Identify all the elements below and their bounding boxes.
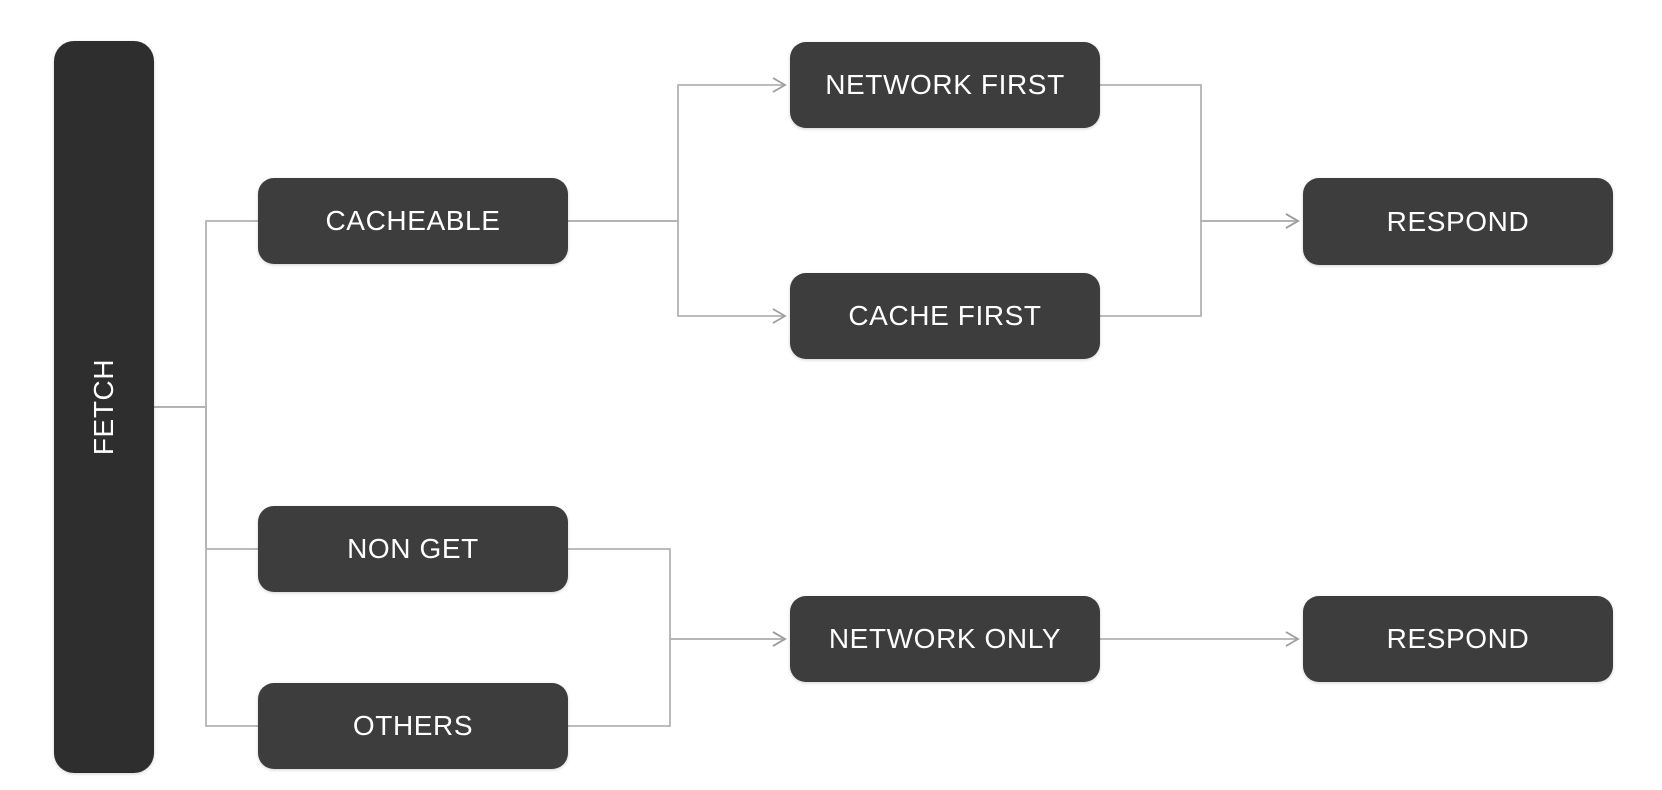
node-network-only[interactable]: NETWORK ONLY <box>790 596 1100 682</box>
node-label-respond-top: RESPOND <box>1386 205 1530 237</box>
node-label-others: OTHERS <box>352 710 474 741</box>
edge-others-to-network-only <box>568 631 787 727</box>
node-label-respond-bottom: RESPOND <box>1386 623 1530 654</box>
node-label-cache-first: CACHE FIRST <box>848 300 1042 331</box>
node-label-fetch: FETCH <box>87 358 119 456</box>
node-cacheable[interactable]: CACHEABLE <box>258 178 568 264</box>
node-respond-bottom[interactable]: RESPOND <box>1303 596 1613 682</box>
node-respond-top[interactable]: RESPOND <box>1303 178 1613 265</box>
edge-fetch-to-others <box>154 406 258 727</box>
node-network-first[interactable]: NETWORK FIRST <box>790 42 1100 128</box>
edge-cacheable-to-cache-first <box>568 220 787 324</box>
node-label-non-get: NON GET <box>347 533 479 564</box>
node-fetch[interactable]: FETCH <box>54 41 154 773</box>
edge-cache-first-to-respond-top <box>1100 213 1300 317</box>
node-others[interactable]: OTHERS <box>258 683 568 769</box>
node-cache-first[interactable]: CACHE FIRST <box>790 273 1100 359</box>
node-non-get[interactable]: NON GET <box>258 506 568 592</box>
edges-group <box>154 77 1300 727</box>
node-label-network-first: NETWORK FIRST <box>825 69 1065 100</box>
node-label-cacheable: CACHEABLE <box>325 205 501 236</box>
node-label-network-only: NETWORK ONLY <box>828 623 1062 654</box>
